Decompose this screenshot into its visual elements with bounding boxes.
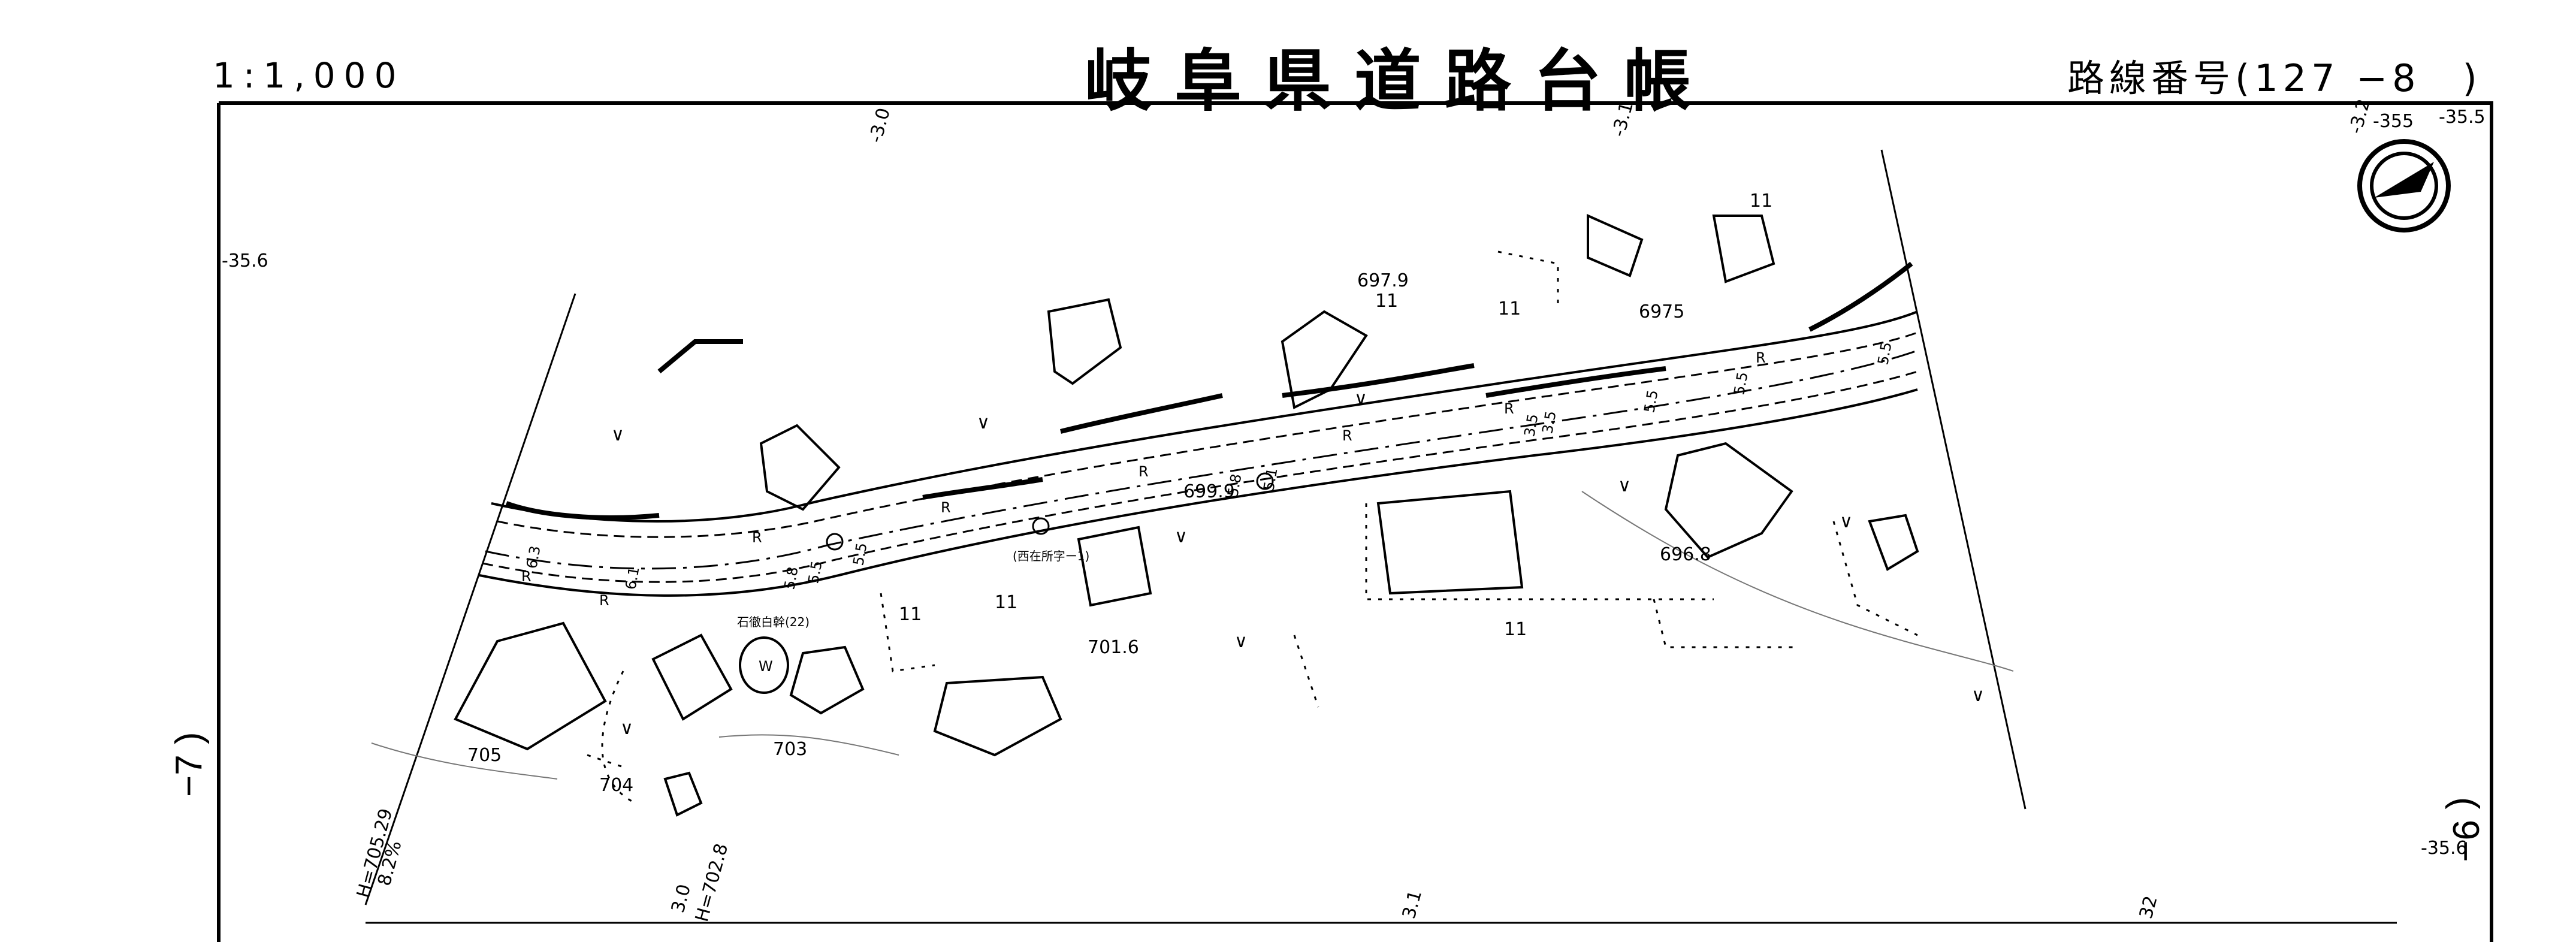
svg-text:5.5: 5.5 [850,542,870,567]
svg-text:∨: ∨ [1174,526,1188,547]
svg-text:3.5: 3.5 [1521,413,1541,438]
svg-text:∨: ∨ [1971,685,1985,706]
svg-text:696.8: 696.8 [1660,544,1711,565]
road-offset-dashed-2 [482,370,1918,583]
svg-text:11: 11 [1375,291,1398,312]
survey-markers [826,472,1274,551]
svg-text:-3.1: -3.1 [1608,99,1638,139]
svg-text:32: 32 [2136,893,2162,921]
svg-text:∨: ∨ [1234,631,1248,652]
survey-boundary [364,149,2027,905]
svg-text:石徹白幹(22): 石徹白幹(22) [737,615,810,629]
svg-text:-35.5: -35.5 [2439,107,2486,128]
svg-text:11: 11 [995,592,1017,613]
svg-text:R: R [1756,349,1766,366]
svg-text:-355: -355 [2373,111,2414,132]
svg-text:R: R [1342,427,1352,444]
svg-text:R: R [941,499,951,516]
svg-text:11: 11 [1498,298,1521,319]
svg-text:11: 11 [899,604,922,625]
water-tank: W [739,636,789,694]
map-title: 岐阜県道路台帳 [1085,43,1714,120]
svg-text:5.5: 5.5 [805,560,825,585]
road-edge-south [479,388,1918,597]
road-offset-dashed [497,331,1918,538]
svg-text:∨: ∨ [620,718,633,739]
svg-text:11: 11 [1504,619,1527,640]
svg-text:∨: ∨ [1354,388,1367,409]
svg-text:∨: ∨ [611,424,624,445]
svg-text:697.9: 697.9 [1357,270,1409,291]
svg-text:6975: 6975 [1639,301,1684,322]
grid-labels: -3.0 -3.1 -3.2 -355 -35.5 -35.6 -35.6 3.… [222,96,2486,921]
svg-text:R: R [521,568,531,585]
svg-text:703: 703 [773,739,807,760]
scale-label: 1:1,000 [213,55,405,96]
svg-text:-3.0: -3.0 [865,105,895,145]
svg-text:∨: ∨ [1618,475,1631,496]
north-arrow-icon [2357,139,2451,233]
svg-text:699.9: 699.9 [1183,481,1235,502]
svg-text:704: 704 [599,775,633,796]
svg-text:-35.6: -35.6 [2421,838,2468,859]
svg-text:6.3: 6.3 [523,545,543,570]
r-markers: R R R R R R R R [521,349,1766,609]
svg-text:5.8: 5.8 [781,566,801,591]
svg-text:6.1: 6.1 [622,566,642,591]
svg-text:R: R [752,529,762,546]
road-alignment [479,310,1918,597]
svg-text:3.0: 3.0 [668,882,695,915]
route-number: 路線番号(127 −8 ) [2067,56,2482,100]
svg-text:5.5: 5.5 [1641,389,1661,414]
retaining-walls [505,261,1913,520]
svg-text:-35.6: -35.6 [222,250,268,271]
buildings [454,213,1919,817]
map-frame [217,101,2493,942]
svg-text:3.5: 3.5 [1539,410,1559,435]
svg-text:3.1: 3.1 [1399,888,1426,921]
svg-text:∨: ∨ [977,412,990,433]
parcel-lines [587,250,1918,804]
elevation-labels: 697.9 6975 699.9 696.8 701.6 705 704 703 [467,270,1711,796]
svg-text:R: R [599,592,609,609]
road-width-labels: 6.3 6.1 5.8 5.5 5.5 5.8 5.1 3.5 3.5 5.5 … [523,341,1895,591]
svg-text:701.6: 701.6 [1088,637,1139,658]
svg-text:H=702.8: H=702.8 [691,841,732,924]
svg-text:(西在所字ー1): (西在所字ー1) [1013,549,1089,563]
svg-text:∨: ∨ [1840,511,1853,532]
road-centerline [485,349,1918,570]
svg-text:R: R [1138,463,1149,480]
svg-text:5.5: 5.5 [1731,371,1751,396]
svg-text:W: W [759,658,773,675]
annotations: (西在所字ー1) 石徹白幹(22) H=705.29 8.2% H=702.8 … [353,191,1985,924]
road-edge-north [491,310,1918,523]
svg-text:5.8: 5.8 [1224,473,1245,498]
svg-text:705: 705 [467,745,502,766]
svg-text:R: R [1504,400,1514,417]
contour-lines [371,491,2014,780]
svg-text:11: 11 [1750,191,1772,212]
svg-text:5.5: 5.5 [1874,341,1895,366]
